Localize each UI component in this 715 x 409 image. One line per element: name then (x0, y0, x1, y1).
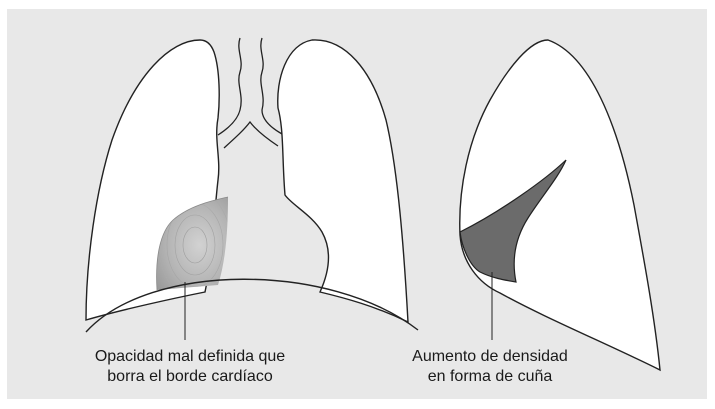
caption-wedge-line1: Aumento de densidad (412, 348, 568, 365)
caption-opacity: Opacidad mal definida que borra el borde… (70, 347, 310, 387)
frontal-left-lung (277, 39, 409, 324)
wedge-density (459, 159, 567, 283)
caption-opacity-line2: borra el borde cardíaco (107, 368, 273, 385)
lateral-lung (459, 39, 661, 372)
caption-opacity-line1: Opacidad mal definida que (94, 348, 286, 365)
caption-wedge-line2: en forma de cuña (427, 368, 553, 385)
trachea (217, 37, 283, 149)
diaphragm-line (85, 278, 419, 333)
caption-wedge: Aumento de densidad en forma de cuña (370, 347, 610, 387)
